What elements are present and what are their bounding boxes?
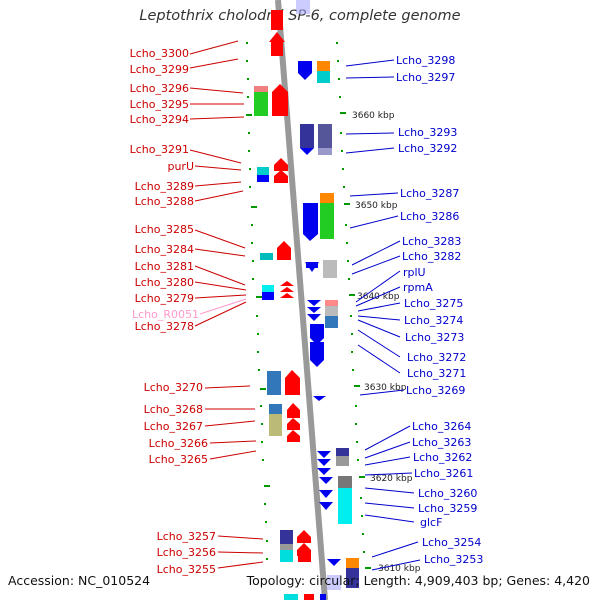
gene-label-right[interactable]: rpmA <box>403 281 433 294</box>
left-connectors <box>189 40 264 569</box>
scale-ticks <box>246 112 371 569</box>
gene-label-left[interactable]: Lcho_3289 <box>135 180 194 193</box>
gene-label-right[interactable]: Lcho_3286 <box>400 210 459 223</box>
gene-label-right[interactable]: Lcho_3293 <box>398 126 457 139</box>
gene-label-left[interactable]: Lcho_3288 <box>135 195 194 208</box>
gene-label-right[interactable]: Lcho_3259 <box>418 502 477 515</box>
gene-label-left[interactable]: Lcho_3295 <box>130 98 189 111</box>
rna-connector <box>199 298 247 315</box>
gene-label-right[interactable]: Lcho_3287 <box>400 187 459 200</box>
right-connectors <box>345 59 421 571</box>
gene-label-left[interactable]: Lcho_3280 <box>135 276 194 289</box>
gene-label-right[interactable]: Lcho_3253 <box>424 553 483 566</box>
gene-label-right[interactable]: Lcho_3260 <box>418 487 477 500</box>
gene-label-right[interactable]: Lcho_3275 <box>404 297 463 310</box>
gene-label-left[interactable]: Lcho_3300 <box>130 47 189 60</box>
scale-label: 3660 kbp <box>352 111 395 121</box>
gene-label-left[interactable]: Lcho_3299 <box>130 63 189 76</box>
gene-label-right[interactable]: Lcho_3274 <box>404 314 463 327</box>
gene-label-right[interactable]: Lcho_3261 <box>414 467 473 480</box>
gene-label-left[interactable]: Lcho_3255 <box>157 563 216 576</box>
gene-label-right[interactable]: Lcho_3282 <box>402 250 461 263</box>
gene-label-left[interactable]: Lcho_3285 <box>135 223 194 236</box>
gene-label-right[interactable]: Lcho_3264 <box>412 420 471 433</box>
gene-label-right[interactable]: rplU <box>403 266 426 279</box>
gene-label-right[interactable]: glcF <box>420 516 442 529</box>
gene-label-right[interactable]: Lcho_3271 <box>407 367 466 380</box>
gene-label-left[interactable]: Lcho_3296 <box>130 82 189 95</box>
gene-label-right[interactable]: Lcho_3254 <box>422 536 481 549</box>
gene-label-right[interactable]: Lcho_3283 <box>402 235 461 248</box>
gene-label-left[interactable]: Lcho_3291 <box>130 143 189 156</box>
gene-label-left[interactable]: Lcho_3278 <box>135 320 194 333</box>
gene-label-left[interactable]: Lcho_3279 <box>135 292 194 305</box>
minor-ticks-right <box>336 42 365 553</box>
scale-label: 3640 kbp <box>357 292 400 302</box>
gene-label-rna[interactable]: Lcho_R0051 <box>132 308 199 321</box>
gene-label-right[interactable]: Lcho_3263 <box>412 436 471 449</box>
gene-label-left[interactable]: Lcho_3284 <box>135 243 194 256</box>
gene-label-right[interactable]: Lcho_3269 <box>406 384 465 397</box>
gene-label-left[interactable]: Lcho_3268 <box>144 403 203 416</box>
gene-label-right[interactable]: Lcho_3273 <box>405 331 464 344</box>
gene-label-right[interactable]: Lcho_3292 <box>398 142 457 155</box>
gene-label-right[interactable]: Lcho_3297 <box>396 71 455 84</box>
minor-ticks-left <box>246 42 268 560</box>
gene-label-left[interactable]: Lcho_3294 <box>130 113 189 126</box>
gene-label-right[interactable]: Lcho_3298 <box>396 54 455 67</box>
scale-label: 3650 kbp <box>355 201 398 211</box>
gene-label-left[interactable]: Lcho_3256 <box>157 546 216 559</box>
gene-label-left[interactable]: Lcho_3270 <box>144 381 203 394</box>
gene-label-left[interactable]: purU <box>167 160 194 173</box>
map-title: Leptothrix cholodnii SP-6, complete geno… <box>139 8 461 24</box>
scale-label: 3630 kbp <box>364 383 407 393</box>
gene-label-right[interactable]: Lcho_3262 <box>413 451 472 464</box>
forward-strand-genes <box>254 10 314 600</box>
gene-label-left[interactable]: Lcho_3266 <box>149 437 208 450</box>
accession-label: Accession: NC_010524 <box>8 573 151 588</box>
reverse-strand-genes <box>296 0 359 600</box>
gene-label-left[interactable]: Lcho_3265 <box>149 453 208 466</box>
gene-label-left[interactable]: Lcho_3267 <box>144 420 203 433</box>
scale-label: 3610 kbp <box>378 564 421 574</box>
genome-summary: Topology: circular; Length: 4,909,403 bp… <box>246 573 590 588</box>
gene-label-right[interactable]: Lcho_3272 <box>407 351 466 364</box>
gene-label-left[interactable]: Lcho_3257 <box>157 530 216 543</box>
scale-label: 3620 kbp <box>370 474 413 484</box>
gene-label-left[interactable]: Lcho_3281 <box>135 260 194 273</box>
